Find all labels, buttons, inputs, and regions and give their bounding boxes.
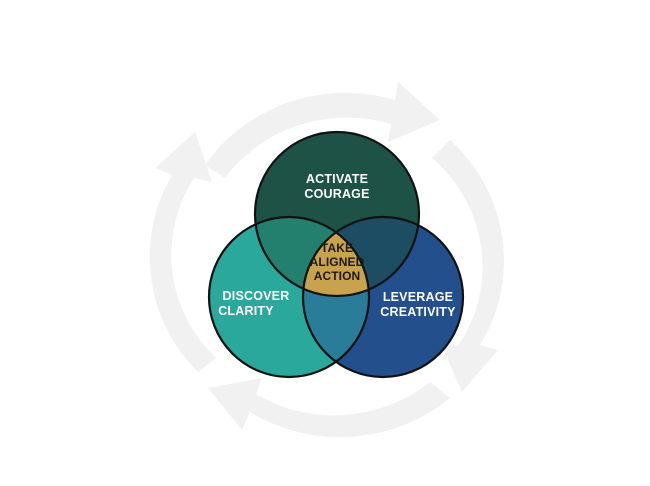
circular-arrows-icon [149, 82, 504, 438]
outline-leverage [301, 215, 465, 379]
cycle-arrow-right [432, 140, 504, 392]
label-discover-line1: DISCOVER [223, 289, 290, 303]
outline-activate [253, 130, 421, 298]
label-leverage-line2: CREATIVITY [380, 305, 456, 319]
label-center-line2: ALIGNED [310, 255, 365, 269]
label-center-line3: ACTION [314, 269, 361, 283]
label-activate-line2: COURAGE [304, 187, 369, 201]
cycle-arrow-left [149, 132, 216, 372]
label-leverage-line1: LEVERAGE [383, 290, 453, 304]
label-activate-line1: ACTIVATE [306, 172, 368, 186]
label-center-line1: TAKE [321, 241, 353, 255]
label-discover-line2: CLARITY [218, 304, 274, 318]
cycle-arrow-top [205, 82, 440, 178]
cycle-arrow-bottom [208, 378, 450, 438]
overlap-center [303, 217, 369, 296]
outline-discover [207, 215, 371, 379]
